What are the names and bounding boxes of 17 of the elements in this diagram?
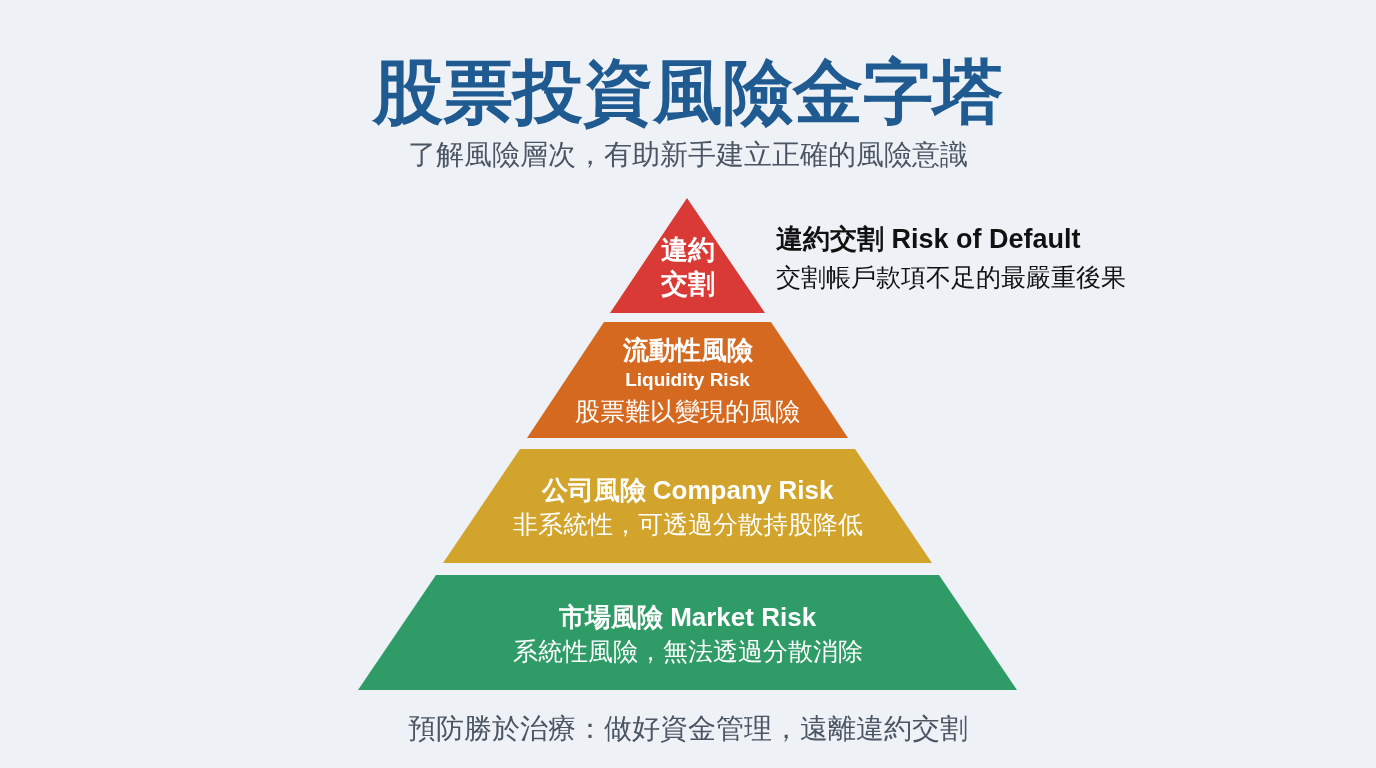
subtitle: 了解風險層次，有助新手建立正確的風險意識 <box>408 138 968 172</box>
tier-title: 違約交割 <box>659 233 716 301</box>
pyramid-top-triangle <box>610 198 765 313</box>
tier-description: 系統性風險，無法透過分散消除 <box>512 635 863 667</box>
caption: 預防勝於治療：做好資金管理，遠離違約交割 <box>408 712 968 746</box>
tier-title: 流動性風險 <box>622 335 753 365</box>
tier-description: 股票難以變現的風險 <box>575 396 800 427</box>
title: 股票投資風險金字塔 <box>373 54 1003 130</box>
pyramid-tier <box>527 322 848 438</box>
level-heading: 違約交割 Risk of Default <box>776 223 1082 256</box>
level-description: 交割帳戶款項不足的最嚴重後果 <box>776 262 1126 293</box>
tier-description: 非系統性，可透過分散持股降低 <box>512 509 863 540</box>
pyramid-tier <box>358 575 1017 690</box>
tier-title: 公司風險 Company Risk <box>541 474 834 507</box>
tier-subtitle: Liquidity Risk <box>625 368 750 392</box>
tier-title: 市場風險 Market Risk <box>558 600 817 634</box>
pyramid-tier <box>443 449 932 563</box>
